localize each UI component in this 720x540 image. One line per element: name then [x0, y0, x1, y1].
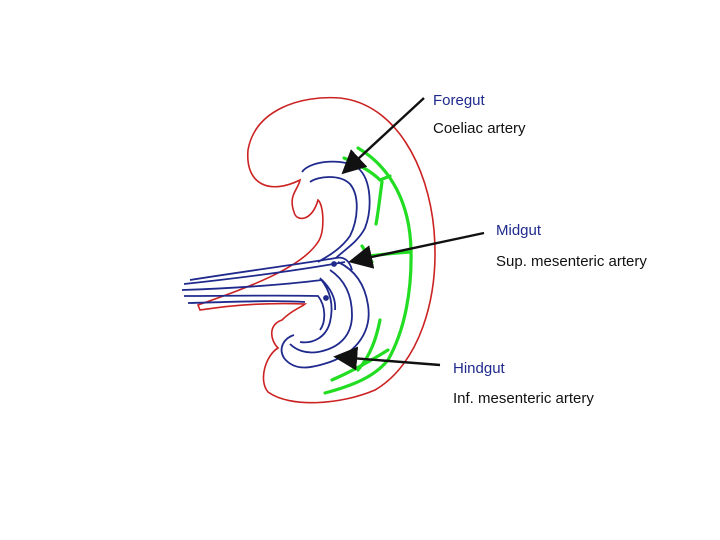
- hindgut-pointer: [333, 346, 441, 371]
- foregut-label: Foregut: [433, 92, 485, 109]
- aorta: [323, 146, 413, 395]
- gut-tube: [181, 160, 371, 369]
- sup-mesenteric-artery-label: Sup. mesenteric artery: [496, 253, 647, 270]
- inf-mesenteric-branch-2: [330, 348, 390, 382]
- coeliac-branch-2: [374, 180, 384, 226]
- foregut-pointer: [341, 97, 425, 175]
- inf-mesenteric-artery-label: Inf. mesenteric artery: [453, 390, 594, 407]
- coeliac-artery-label: Coeliac artery: [433, 120, 526, 137]
- midgut-pointer: [348, 231, 485, 269]
- midgut-label: Midgut: [496, 222, 542, 239]
- hindgut-label: Hindgut: [453, 360, 505, 377]
- embryo-body-outline: [196, 96, 436, 404]
